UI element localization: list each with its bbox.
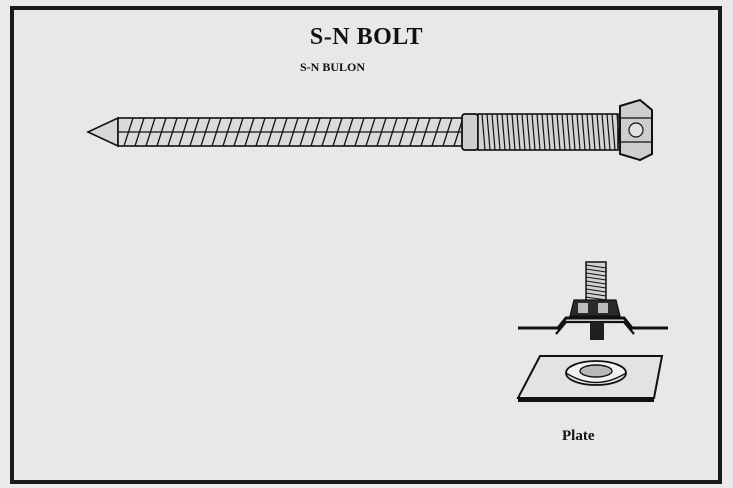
diagram-frame (10, 6, 722, 484)
plate-nut (569, 299, 621, 317)
page-subtitle: S-N BULON (300, 60, 366, 74)
plate-label: Plate (562, 428, 595, 444)
sn-bolt-illustration (86, 98, 653, 162)
plate-curved-washer (518, 316, 668, 330)
bolt-rib-pattern (118, 117, 464, 147)
page-title: S-N BOLT (309, 24, 424, 50)
bolt-tip (86, 116, 119, 148)
plate-assembly-illustration (516, 261, 668, 402)
bolt-thread-pattern (481, 113, 621, 151)
bolt-collar (461, 113, 479, 151)
